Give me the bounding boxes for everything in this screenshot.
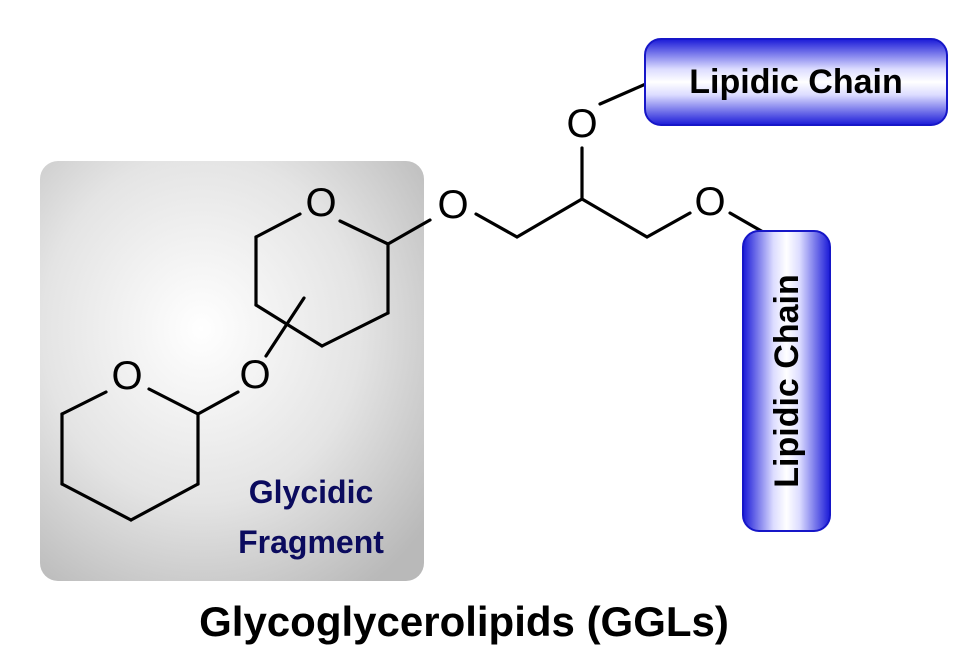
fragment-label-line2: Fragment [238,524,384,560]
anomeric-oxygen: O [437,183,468,227]
top-lipidic-chain-label: Lipidic Chain [689,63,902,101]
top-chain-oxygen: O [566,102,597,146]
lower-sugar-ring [60,387,200,522]
atom-labels: O O O O O O [111,102,725,398]
ring-lower-oxygen: O [111,354,142,398]
right-lipidic-chain: Lipidic Chain [742,230,831,532]
top-lipidic-chain: Lipidic Chain [644,38,948,126]
right-lipidic-chain-label: Lipidic Chain [768,274,806,487]
upper-sugar-ring [254,212,390,348]
fragment-label-line1: Glycidic [249,474,374,510]
glycosidic-oxygen: O [239,353,270,397]
right-chain-oxygen: O [694,180,725,224]
diagram-caption: Glycoglycerolipids (GGLs) [199,598,729,645]
glycosidic-linkage [196,296,306,416]
glycidic-fragment-box [40,161,424,581]
ring-upper-oxygen: O [305,181,336,225]
